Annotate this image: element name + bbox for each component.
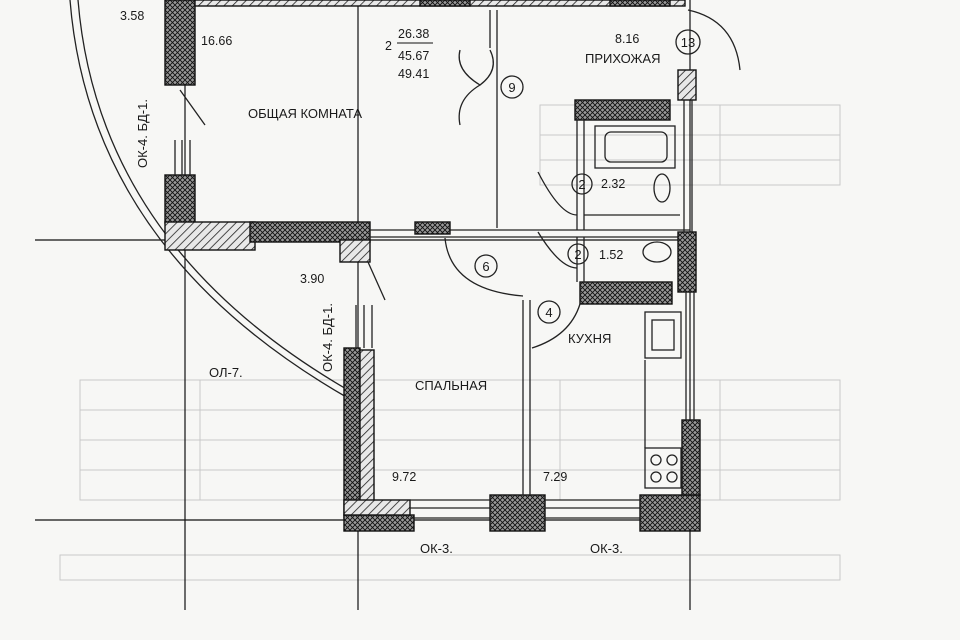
hall-area: 8.16 [615, 32, 639, 46]
wall-kitchen-top [579, 281, 673, 305]
apartment-total-with-balcony: 49.41 [398, 67, 429, 81]
marker-9 [500, 75, 524, 99]
marker-2b-label: 2 [574, 247, 581, 262]
wall-living-bedroom [164, 221, 256, 251]
marker-9-label: 9 [508, 80, 515, 95]
bathtub [594, 125, 676, 169]
fixtures [594, 125, 682, 489]
kitchen-name: КУХНЯ [568, 331, 611, 346]
marker-4 [537, 300, 561, 324]
wall-bath1-top [574, 99, 671, 121]
walls [164, 0, 701, 532]
living-room-name: ОБЩАЯ КОМНАТА [248, 106, 362, 121]
living-room-area: 16.66 [201, 34, 232, 48]
apartment-rooms-count: 2 [385, 39, 392, 53]
bathroom-area: 2.32 [601, 177, 625, 191]
corner-area: 3.58 [120, 9, 144, 23]
kitchen-sink [644, 311, 682, 359]
curved-window-wall [69, 0, 349, 399]
room-labels: 3.58 16.66 ОБЩАЯ КОМНАТА 2 26.38 45.67 4… [120, 9, 661, 484]
window-label-ok4-top: ОК-4. БД-1. [135, 99, 150, 168]
toilet [642, 241, 672, 263]
wall-bedroom-left [343, 347, 361, 519]
sink-1 [653, 173, 671, 203]
window-label-ok3-left: ОК-3. [420, 541, 453, 556]
window-labels: ОК-4. БД-1. ОК-4. БД-1. ОЛ-7. ОК-3. ОК-3… [135, 99, 623, 556]
hall-name: ПРИХОЖАЯ [585, 51, 661, 66]
marker-4-label: 4 [545, 305, 552, 320]
marker-2b [567, 243, 589, 265]
stove [644, 447, 682, 489]
loggia-area: 3.90 [300, 272, 324, 286]
marker-6 [474, 254, 498, 278]
wall-left-mid [164, 174, 196, 224]
wall-right-top [677, 69, 697, 101]
marker-13 [675, 29, 701, 55]
window-label-ok4-mid: ОК-4. БД-1. [320, 303, 335, 372]
kitchen-area: 7.29 [543, 470, 567, 484]
marker-13-label: 13 [681, 35, 695, 50]
window-label-ok3-right: ОК-3. [590, 541, 623, 556]
toilet-area: 1.52 [599, 248, 623, 262]
marker-2a-label: 2 [578, 177, 585, 192]
apartment-total-area: 45.67 [398, 49, 429, 63]
wall-left-top [164, 0, 196, 86]
wall-bottom-left [343, 514, 415, 532]
bedroom-area: 9.72 [392, 470, 416, 484]
marker-2a [571, 173, 593, 195]
window-label-ol7: ОЛ-7. [209, 365, 243, 380]
markers: 13 9 2 2 6 4 [474, 29, 701, 324]
apartment-living-area: 26.38 [398, 27, 429, 41]
doors [179, 9, 741, 349]
marker-6-label: 6 [482, 259, 489, 274]
bedroom-name: СПАЛЬНАЯ [415, 378, 487, 393]
